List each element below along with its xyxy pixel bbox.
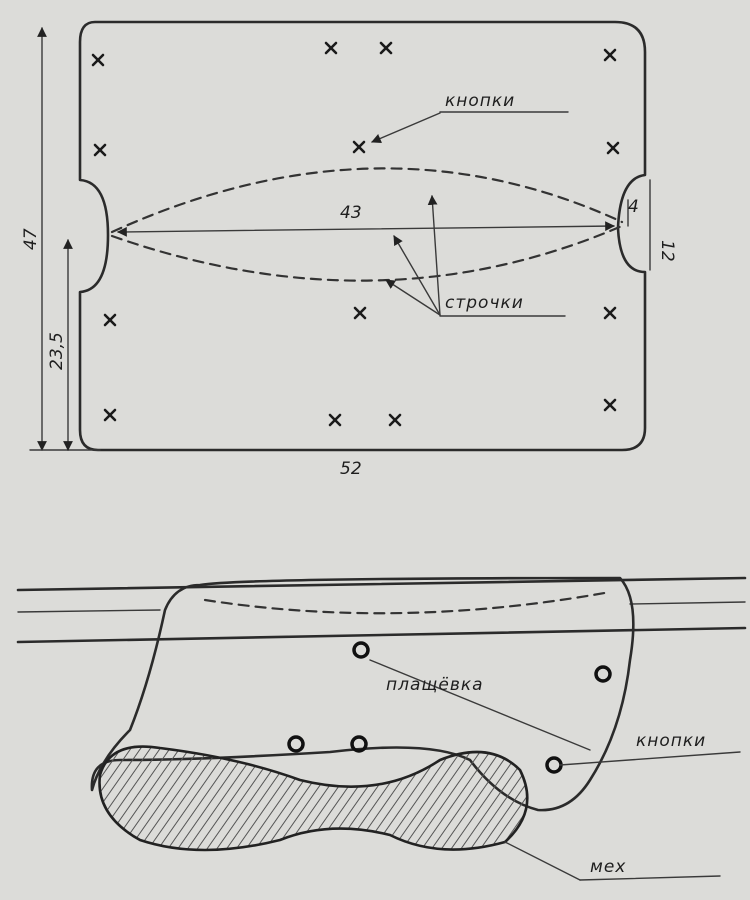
button-marks <box>91 41 620 427</box>
dim-notch-height: 12 <box>657 240 677 262</box>
snap-button <box>594 665 612 683</box>
bar-shade-right <box>629 601 746 605</box>
pattern-outline <box>78 20 647 452</box>
dim-half-height: 23,5 <box>47 332 67 370</box>
bar-shade <box>17 609 161 613</box>
snap-button <box>287 735 305 753</box>
leader-stitch-3 <box>427 195 441 316</box>
button-mark <box>103 313 117 327</box>
button-mark <box>103 408 117 422</box>
leader-stitch-1 <box>393 235 441 316</box>
label-fur: мех <box>590 857 626 877</box>
dimension-line-inner <box>117 221 615 237</box>
button-mark <box>606 141 620 155</box>
dim-height: 47 <box>21 228 41 250</box>
button-mark <box>603 398 617 412</box>
label-fabric: плащёвка <box>386 675 484 695</box>
label-stitches: строчки <box>445 293 524 313</box>
dim-notch-depth: 4 <box>628 197 639 217</box>
snap-button <box>350 735 368 753</box>
bar-bottom-edge <box>16 626 747 644</box>
leader-buttons-top <box>371 112 441 144</box>
leader-buttons-bottom <box>559 751 741 766</box>
button-mark <box>91 53 105 67</box>
leader-stitch-2 <box>385 279 441 316</box>
leader-underline-fur <box>579 875 721 881</box>
snap-buttons <box>287 641 612 774</box>
button-mark <box>388 413 402 427</box>
dim-width: 52 <box>340 459 362 479</box>
button-mark <box>353 306 367 320</box>
label-buttons-bottom: кнопки <box>636 731 706 751</box>
button-mark <box>603 48 617 62</box>
button-mark <box>352 140 366 154</box>
fabric-stitch-line <box>203 590 612 615</box>
snap-button <box>545 756 563 774</box>
leader-fabric <box>369 659 591 751</box>
button-mark <box>324 41 338 55</box>
button-mark <box>93 143 107 157</box>
snap-button <box>352 641 370 659</box>
stitch-line-upper <box>110 167 624 234</box>
label-buttons-top: кнопки <box>445 91 515 111</box>
dim-inner-length: 43 <box>340 203 362 223</box>
flat-pattern: 43 4 12 47 23,5 52 <box>21 20 677 479</box>
bar-top-edge <box>16 576 747 592</box>
button-mark <box>328 413 342 427</box>
leader-fur <box>504 841 581 881</box>
button-mark <box>379 41 393 55</box>
assembled-view: плащёвка кнопки мех <box>16 576 747 881</box>
button-mark <box>603 306 617 320</box>
fur-lining <box>98 745 529 852</box>
stitch-line-lower <box>110 224 624 282</box>
